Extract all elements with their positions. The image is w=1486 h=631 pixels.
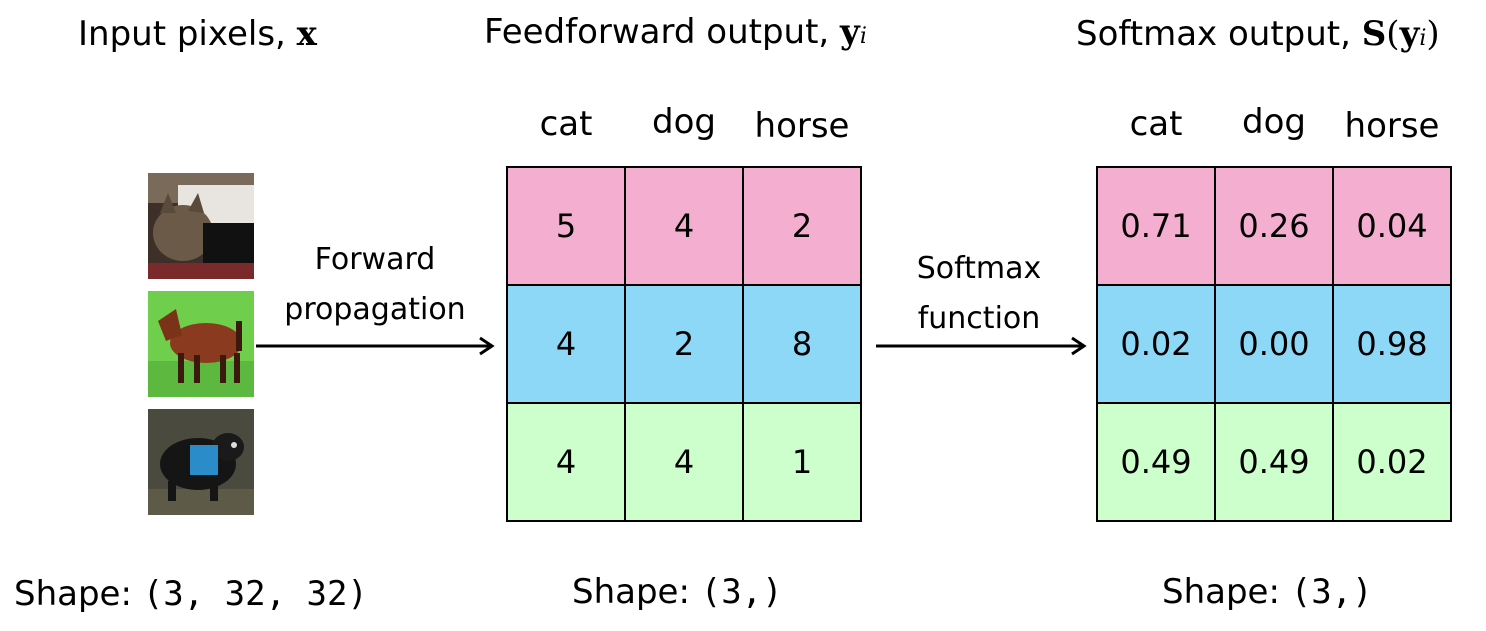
ff-cell-cat-row-horse: 2 xyxy=(744,168,862,286)
ff-col-horse: horse xyxy=(754,106,850,146)
softmax-paren-open: ( xyxy=(1386,14,1400,54)
softmax-y-symbol: y xyxy=(1399,14,1420,54)
feedforward-subscript: i xyxy=(859,24,867,49)
feedforward-title: Feedforward output, yi xyxy=(484,12,867,52)
forward-arrow-label: Forward propagation xyxy=(280,235,470,335)
sm-cell-r2-horse: 0.98 xyxy=(1334,286,1452,404)
sm-col-horse: horse xyxy=(1344,106,1440,146)
feedforward-symbol: y xyxy=(840,12,860,52)
ff-cell-horse-row-cat: 4 xyxy=(508,286,626,404)
sm-col-dog: dog xyxy=(1242,102,1306,142)
softmax-S-symbol: S xyxy=(1361,14,1387,54)
ff-col-dog: dog xyxy=(652,102,716,142)
ff-cell-cat-row-dog: 4 xyxy=(626,168,744,286)
dog-image xyxy=(148,409,254,515)
softmax-title-text: Softmax output, xyxy=(1076,14,1362,54)
softmax-shape-caption: Shape: (3,) xyxy=(1162,572,1373,612)
sm-cell-r3-dog: 0.49 xyxy=(1216,404,1334,522)
sm-cell-r1-horse: 0.04 xyxy=(1334,168,1452,286)
ff-cell-cat-row-cat: 5 xyxy=(508,168,626,286)
softmax-title: Softmax output, S(yi) xyxy=(1076,14,1440,54)
ff-col-cat: cat xyxy=(539,104,593,144)
sm-cell-r3-horse: 0.02 xyxy=(1334,404,1452,522)
ff-cell-dog-row-cat: 4 xyxy=(508,404,626,522)
softmax-arrow-label-line1: Softmax xyxy=(916,251,1042,286)
sm-col-cat: cat xyxy=(1129,104,1183,144)
horse-image xyxy=(148,291,254,397)
feedforward-shape-caption: Shape: (3,) xyxy=(572,572,783,612)
input-shape-value: (3, 32, 32) xyxy=(142,574,368,614)
input-shape-caption: Shape: (3, 32, 32) xyxy=(14,574,368,614)
softmax-arrow-label: Softmax function xyxy=(884,244,1074,344)
input-symbol: x xyxy=(296,14,317,54)
softmax-arrow xyxy=(876,336,1087,356)
sm-cell-r3-cat: 0.49 xyxy=(1098,404,1216,522)
cat-image xyxy=(148,173,254,279)
input-shape-prefix: Shape: xyxy=(14,574,143,614)
softmax-arrow-label-line2: function xyxy=(917,301,1041,336)
ff-cell-horse-row-dog: 2 xyxy=(626,286,744,404)
feedforward-table: 5 4 2 4 2 8 4 4 1 xyxy=(506,166,862,522)
feedforward-title-text: Feedforward output, xyxy=(484,12,841,52)
sm-cell-r2-cat: 0.02 xyxy=(1098,286,1216,404)
input-title: Input pixels, x xyxy=(78,14,317,54)
input-title-text: Input pixels, xyxy=(78,14,297,54)
feedforward-shape-prefix: Shape: xyxy=(572,572,701,612)
forward-arrow-label-line2: propagation xyxy=(284,292,466,327)
sm-cell-r1-dog: 0.26 xyxy=(1216,168,1334,286)
sm-cell-r1-cat: 0.71 xyxy=(1098,168,1216,286)
softmax-paren-close: ) xyxy=(1426,14,1440,54)
ff-cell-horse-row-horse: 8 xyxy=(744,286,862,404)
sm-cell-r2-dog: 0.00 xyxy=(1216,286,1334,404)
forward-arrow-label-line1: Forward xyxy=(314,242,436,277)
ff-cell-dog-row-horse: 1 xyxy=(744,404,862,522)
feedforward-shape-value: (3,) xyxy=(700,572,783,612)
softmax-shape-value: (3,) xyxy=(1290,572,1373,612)
softmax-table: 0.71 0.26 0.04 0.02 0.00 0.98 0.49 0.49 … xyxy=(1096,166,1452,522)
ff-cell-dog-row-dog: 4 xyxy=(626,404,744,522)
softmax-shape-prefix: Shape: xyxy=(1162,572,1291,612)
softmax-subscript: i xyxy=(1419,26,1427,51)
forward-arrow xyxy=(256,336,495,356)
